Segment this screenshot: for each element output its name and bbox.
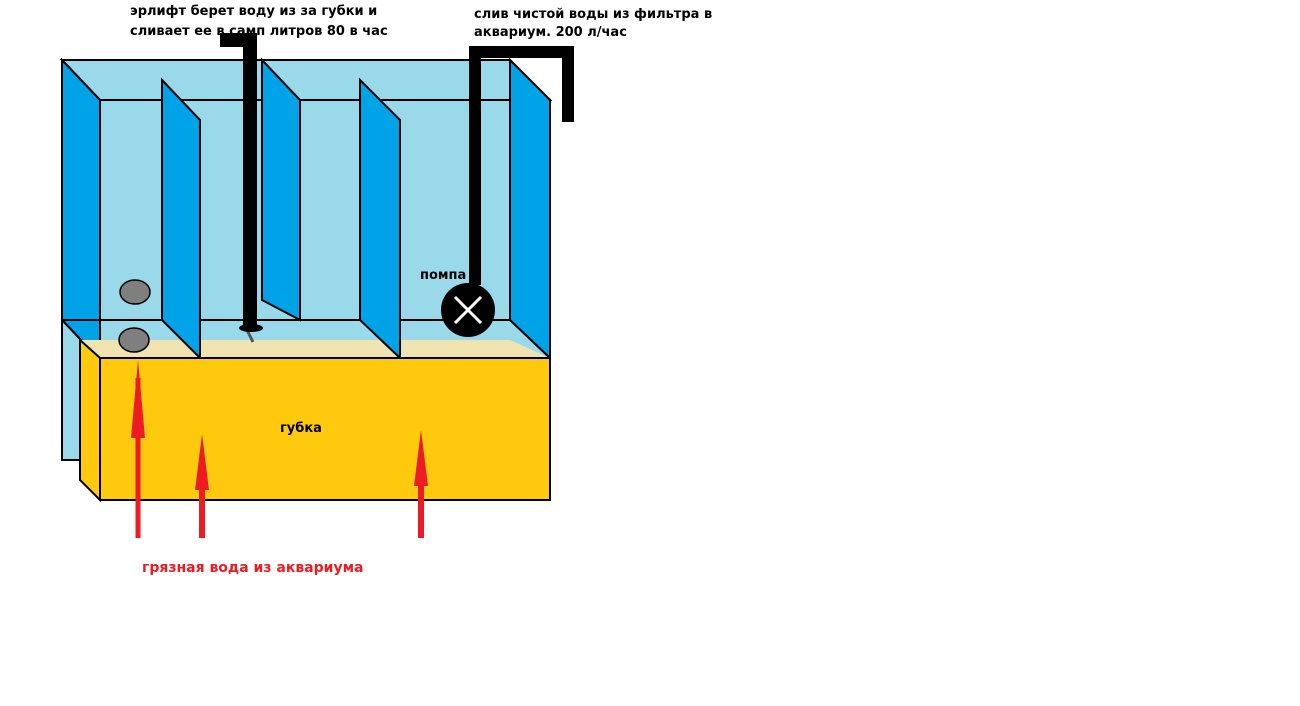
partition-middle bbox=[261, 57, 301, 322]
sponge-block bbox=[99, 357, 551, 501]
drain-pipe bbox=[469, 46, 574, 285]
sand-layer bbox=[80, 340, 550, 358]
partition-right bbox=[359, 77, 401, 361]
airstone-icon bbox=[119, 279, 151, 305]
airstone-icon bbox=[118, 327, 150, 353]
pump-label: помпа bbox=[420, 268, 467, 283]
partition-left bbox=[161, 77, 201, 361]
tank-left-side bbox=[61, 57, 101, 363]
airlift-base bbox=[239, 324, 263, 332]
airlift-caption-line2: сливает ее в самп литров 80 в час bbox=[130, 24, 388, 39]
airlift-caption-line1: эрлифт берет воду из за губки и bbox=[130, 4, 378, 19]
arrow-up-icon bbox=[414, 430, 428, 538]
sponge-label: губка bbox=[280, 421, 322, 436]
tank-right-side bbox=[509, 57, 551, 361]
drain-caption-line1: слив чистой воды из фильтра в bbox=[474, 7, 713, 22]
dirty-water-label: грязная вода из аквариума bbox=[142, 560, 364, 576]
airlift-pipe bbox=[220, 33, 257, 330]
arrow-up-icon bbox=[131, 360, 145, 538]
airlift-pipe-tip bbox=[245, 329, 255, 343]
arrow-up-icon bbox=[195, 434, 209, 538]
drain-caption-line2: аквариум. 200 л/час bbox=[474, 25, 627, 40]
sponge-side bbox=[79, 337, 101, 503]
pump-x-icon bbox=[441, 283, 495, 337]
